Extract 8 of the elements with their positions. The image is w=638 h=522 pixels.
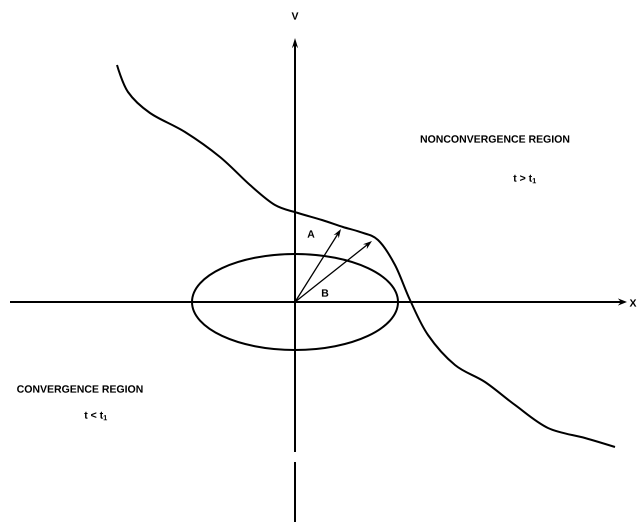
vector-label: A	[307, 230, 314, 238]
vector-label: B	[322, 289, 328, 297]
condition-label: t < t$_{1}$	[84, 412, 108, 420]
condition-label: t > t$_{1}$	[513, 174, 536, 184]
region-label: CONVERGENCE REGION	[17, 385, 143, 393]
axis-label: X	[630, 299, 636, 307]
region-label: NONCONVERGENCE REGION	[420, 135, 570, 143]
axis-label: V	[292, 12, 298, 20]
